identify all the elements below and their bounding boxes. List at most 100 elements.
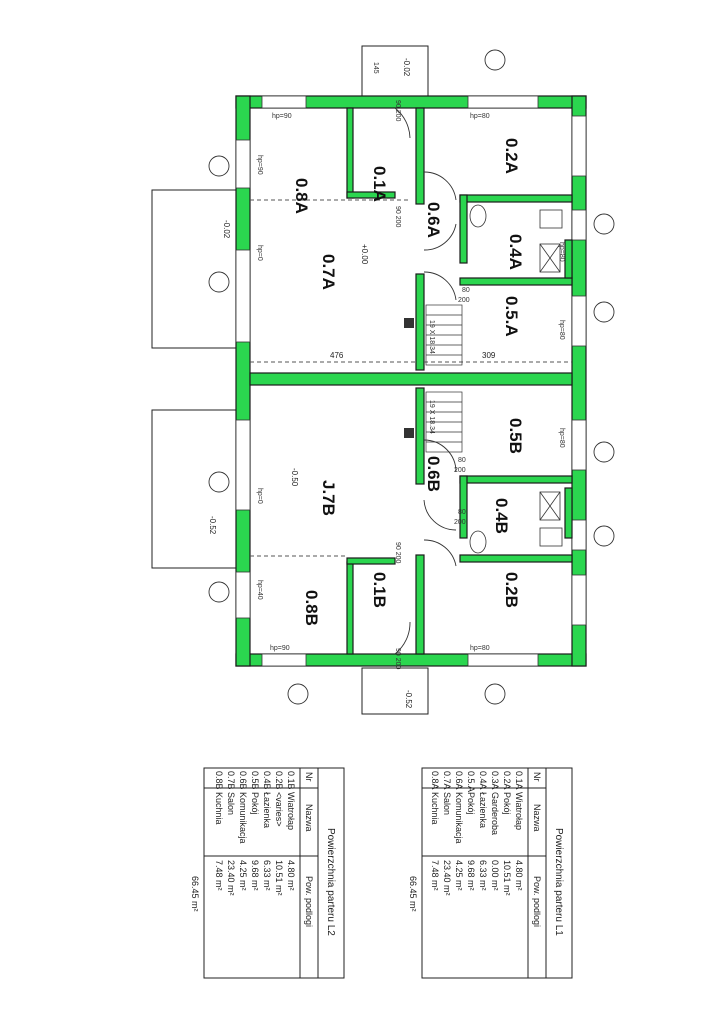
hp-0-upper: hp=0 <box>256 245 263 261</box>
table-L1-row-1-col-0: 0.2A <box>502 771 512 790</box>
door-swings <box>394 107 457 655</box>
table-L2-row-3-col-1: Pokój <box>250 792 260 815</box>
table-L1-row-6-col-2: 23.40 m² <box>442 860 452 896</box>
table-L1-row-5-col-0: 0.6A <box>454 771 464 790</box>
table-L2-row-6-col-1: Kuchnia <box>214 792 224 825</box>
table-L2-row-3-col-2: 9.68 m² <box>250 860 260 891</box>
table-L2-total: 66.45 m² <box>190 876 200 912</box>
level-minus-052-left: -0.52 <box>208 516 217 535</box>
door-90-200-c: 90 200 <box>394 542 401 564</box>
table-L2-row-2-col-0: 0.4B <box>262 771 272 790</box>
stair-note-lower: 19 X 18.34 <box>428 400 435 434</box>
dim-476: 476 <box>330 351 344 360</box>
room-0-8B: 0.8B <box>302 590 321 626</box>
table-L2-row-4-col-2: 4.25 m² <box>238 860 248 891</box>
table-L2-row-0-col-1: Wiatrołap <box>286 792 296 830</box>
hp-40: hp=40 <box>256 580 263 600</box>
window-markers <box>208 49 615 705</box>
table-L2-row-2-col-1: Łazienka <box>262 792 272 828</box>
room-0-6A: 0.6A <box>424 202 443 238</box>
level-minus-002-left: -0.02 <box>222 220 231 239</box>
table-L2-title: Powierzchnia parteru L2 <box>325 828 336 936</box>
hp-80-right-1: hp=80 <box>558 242 565 262</box>
table-L2-row-0-col-2: 4.80 m² <box>286 860 296 891</box>
room-0-7B: J.7B <box>319 480 338 516</box>
window-145: 145 <box>372 62 379 74</box>
table-L1-row-3-col-0: 0.4A <box>478 771 488 790</box>
table-L1-row-7-col-2: 7.48 m² <box>430 860 440 891</box>
table-L1-row-3-col-1: Łazienka <box>478 792 488 828</box>
table-L1-row-1-col-1: Pokój <box>502 792 512 815</box>
table-L1-header-name: Nazwa <box>532 804 542 832</box>
level-plus-000: +0.00 <box>360 244 369 265</box>
room-0-4B: 0.4B <box>492 498 511 534</box>
table-L1-row-7-col-1: Kuchnia <box>430 792 440 825</box>
table-L1-row-0-col-2: 4.80 m² <box>514 860 524 891</box>
table-L1-row-7-col-0: 0.8A <box>430 771 440 790</box>
hp-80-top: hp=80 <box>470 113 490 120</box>
stair-note-upper: 19 X 18.34 <box>428 320 435 354</box>
table-L2-row-4-col-1: Komunikacja <box>238 792 248 844</box>
hp-80-right-2: hp=80 <box>558 320 565 340</box>
annotations: 476 309 hp=90 hp=80 hp=90 hp=80 hp=0 hp=… <box>208 58 565 709</box>
window-openings <box>235 95 587 667</box>
area-table-L2: Powierzchnia parteru L2 Nr Nazwa Pow. po… <box>190 767 345 979</box>
table-L2-row-3-col-0: 0.5B <box>250 771 260 790</box>
table-L2-row-1-col-1: <varies> <box>274 792 284 827</box>
table-L2-header-nr: Nr <box>304 772 314 782</box>
table-L1-row-0-col-0: 0.1A <box>514 771 524 790</box>
table-L1-row-4-col-2: 9.68 m² <box>466 860 476 891</box>
area-table-L1: Powierzchnia parteru L1 Nr Nazwa Pow. po… <box>408 767 573 979</box>
table-L1-row-2-col-2: 0.00 m² <box>490 860 500 891</box>
table-L2-row-5-col-1: Salon <box>226 792 236 815</box>
table-L1-row-3-col-2: 6.33 m² <box>478 860 488 891</box>
table-L2-row-5-col-0: 0.7B <box>226 771 236 790</box>
table-L2-row-1-col-0: 0.2B <box>274 771 284 790</box>
chimney-marks <box>404 318 414 438</box>
bathroom-fixtures <box>469 204 563 554</box>
table-L1-row-4-col-0: 0.5.A <box>466 771 476 792</box>
hp-90-bottom: hp=90 <box>270 645 290 652</box>
table-L2-row-4-col-0: 0.6B <box>238 771 248 790</box>
table-L1-row-2-col-1: Garderoba <box>490 792 500 835</box>
stairs-lower <box>425 391 463 453</box>
entrance-step-bottom <box>361 667 429 715</box>
room-0-1B: 0.1B <box>370 572 389 608</box>
table-L2-row-6-col-0: 0.8B <box>214 771 224 790</box>
table-L1-row-1-col-2: 10.51 m² <box>502 860 512 896</box>
table-L1-row-4-col-1: Pokój <box>466 792 476 815</box>
room-0-5B: 0.5B <box>506 418 525 454</box>
hp-90-left: hp=90 <box>256 155 263 175</box>
entrance-step-top <box>361 45 429 97</box>
table-L2-header-name: Nazwa <box>304 804 314 832</box>
room-0-7A: 0.7A <box>319 254 338 290</box>
hp-0-lower: hp=0 <box>256 488 263 504</box>
stairs-upper <box>425 304 463 366</box>
table-L1-row-5-col-2: 4.25 m² <box>454 860 464 891</box>
table-L2-row-6-col-2: 7.48 m² <box>214 860 224 891</box>
table-L1-header-area: Pow. podlogi <box>532 876 542 927</box>
hp-80-bottom: hp=80 <box>470 645 490 652</box>
table-L2-row-1-col-2: 10.51 m² <box>274 860 284 896</box>
room-labels: 0.8A 0.1A 0.2A 0.6A 0.4A 0.7A 0.5.A 0.5B… <box>292 138 525 626</box>
table-L1-title: Powierzchnia parteru L1 <box>553 828 564 936</box>
table-L1-row-6-col-1: Salon <box>442 792 452 815</box>
hp-90-top: hp=90 <box>272 113 292 120</box>
table-L2-row-0-col-0: 0.1B <box>286 771 296 790</box>
hp-80-right-3: hp=80 <box>558 428 565 448</box>
room-0-6B: 0.6B <box>424 456 443 492</box>
room-0-2B: 0.2B <box>502 572 521 608</box>
table-L1-row-6-col-0: 0.7A <box>442 771 452 790</box>
table-L1-header-nr: Nr <box>532 772 542 782</box>
room-0-5A: 0.5.A <box>502 296 521 337</box>
room-0-4A: 0.4A <box>506 234 525 270</box>
level-minus-052-bottom: -0.52 <box>404 690 413 709</box>
table-L2-row-5-col-2: 23.40 m² <box>226 860 236 896</box>
door-90-200-a: 90 200 <box>394 100 401 122</box>
room-0-2A: 0.2A <box>502 138 521 174</box>
terrace-outline-upper <box>151 189 239 349</box>
table-L2-header-area: Pow. podlogi <box>304 876 314 927</box>
